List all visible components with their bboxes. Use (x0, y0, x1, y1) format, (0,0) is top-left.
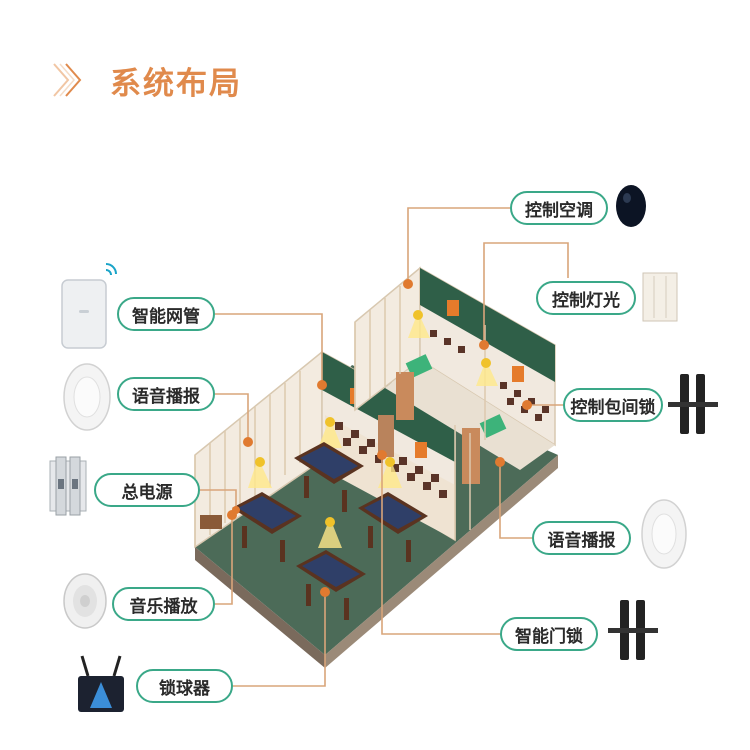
pendant-lights (248, 310, 498, 548)
wifi-gateway-icon (61, 263, 117, 349)
double-chevron-icon (53, 63, 82, 97)
label-ac-control: 控制空调 (510, 191, 608, 225)
wall-switch-icon (642, 272, 678, 322)
section-header: 系统布局 (48, 58, 242, 102)
connector-lines (200, 207, 569, 687)
ceiling-speaker-icon (63, 573, 107, 629)
round-speaker-icon (63, 363, 111, 431)
label-room-lock-control: 控制包间锁 (563, 388, 663, 422)
page-title: 系统布局 (110, 65, 242, 102)
magnetic-lock-icon (608, 600, 658, 660)
label-ball-locker: 锁球器 (136, 669, 233, 703)
ac-controller-icon (616, 185, 646, 227)
label-music-play: 音乐播放 (112, 587, 215, 621)
billiard-tables (232, 442, 428, 620)
label-voice-broadcast-left: 语音播报 (117, 377, 215, 411)
magnetic-lock-icon (668, 374, 718, 434)
circuit-breaker-icon (49, 456, 87, 516)
label-main-power: 总电源 (94, 473, 200, 507)
round-speaker-icon (641, 499, 687, 569)
label-smart-door-lock: 智能门锁 (500, 617, 598, 651)
label-light-control: 控制灯光 (536, 281, 636, 315)
label-voice-broadcast-right: 语音播报 (532, 521, 631, 555)
router-box-icon (78, 655, 124, 712)
label-gateway: 智能网管 (117, 297, 215, 331)
